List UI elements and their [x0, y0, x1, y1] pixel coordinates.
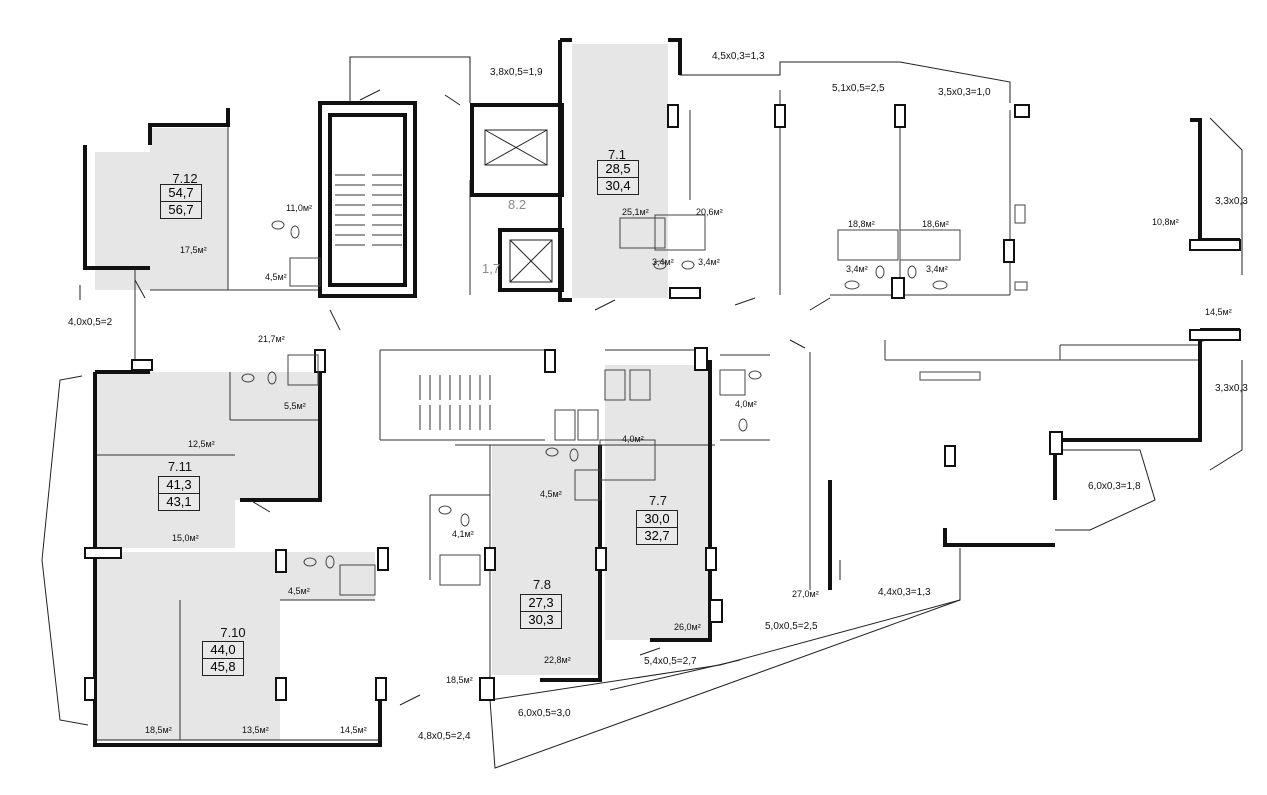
balcony-note: 6,0x0,5=3,0	[518, 708, 571, 719]
apt-7-11-number: 7.11	[167, 459, 193, 474]
balcony-note: 4,5x0,3=1,3	[712, 51, 765, 62]
small-room-area: 1,7	[482, 261, 501, 276]
apt-7-7-total-area: 32,7	[644, 528, 670, 543]
apt-7-10-zone	[95, 552, 375, 740]
room-area-label: 22,8м²	[544, 655, 571, 665]
balcony-note: 3,3x0,3	[1215, 383, 1248, 394]
room-area-label: 3,4м²	[846, 264, 868, 274]
room-area-label: 25,1м²	[622, 207, 649, 217]
room-area-label: 3,4м²	[652, 257, 674, 267]
balcony-note: 5,1x0,5=2,5	[832, 83, 885, 94]
balcony-note: 4,4x0,3=1,3	[878, 587, 931, 598]
room-area-label: 18,6м²	[922, 219, 949, 229]
balcony-note: 5,4x0,5=2,7	[644, 656, 697, 667]
apt-7-10-living-area: 44,0	[203, 642, 243, 659]
apt-7-11-living-area: 41,3	[159, 477, 199, 494]
sanitary-fixtures	[241, 204, 1028, 596]
apt-7-1-zone	[572, 44, 668, 298]
apt-7-8-number: 7.8	[532, 577, 552, 592]
apt-7-1-area-box: 28,5 30,4	[597, 160, 639, 195]
balcony-note: 5,0x0,5=2,5	[765, 621, 818, 632]
room-area-label: 4,0м²	[735, 399, 757, 409]
apt-7-7-area-box: 30,0 32,7	[636, 510, 678, 545]
room-area-label: 18,5м²	[145, 725, 172, 735]
apt-7-1-living-area: 28,5	[598, 161, 638, 178]
room-area-label: 20,6м²	[696, 207, 723, 217]
apt-7-1-number: 7.1	[607, 147, 627, 162]
stair-treads	[335, 174, 491, 430]
apt-7-12-living-area: 54,7	[161, 185, 201, 202]
room-area-label: 21,7м²	[258, 334, 285, 344]
apt-7-7-living-area: 30,0	[637, 511, 677, 528]
room-area-label: 4,5м²	[540, 489, 562, 499]
room-area-label: 14,5м²	[340, 725, 367, 735]
door-swings	[134, 89, 831, 706]
elevator-shafts	[484, 129, 553, 283]
apt-7-8-area-box: 27,3 30,3	[520, 594, 562, 629]
room-area-label: 3,4м²	[926, 264, 948, 274]
apt-7-8-zone	[492, 445, 600, 675]
elevator-hall-number: 8.2	[508, 197, 527, 212]
apt-7-12-total-area: 56,7	[168, 202, 194, 217]
outer-envelope	[41, 44, 1243, 769]
apt-7-10-number: 7.10	[220, 625, 246, 640]
apt-7-7-number: 7.7	[648, 493, 668, 508]
room-area-label: 13,5м²	[242, 725, 269, 735]
apt-7-7-zone	[605, 365, 710, 640]
room-area-label: 4,5м²	[288, 586, 310, 596]
balcony-note: 3,3x0,3	[1215, 196, 1248, 207]
room-area-label: 5,5м²	[284, 401, 306, 411]
room-area-label: 26,0м²	[674, 622, 701, 632]
balcony-note: 4,0x0,5=2	[68, 317, 113, 328]
balcony-note: 3,8x0,5=1,9	[490, 67, 543, 78]
room-area-label: 14,5м²	[1205, 307, 1232, 317]
room-area-label: 17,5м²	[180, 245, 207, 255]
room-area-label: 10,8м²	[1152, 217, 1179, 227]
apt-7-8-total-area: 30,3	[528, 612, 554, 627]
room-area-label: 3,4м²	[698, 257, 720, 267]
apartment-shading	[95, 44, 710, 740]
apt-7-10-area-box: 44,0 45,8	[202, 641, 244, 676]
room-area-label: 15,0м²	[172, 533, 199, 543]
balcony-note: 3,5x0,3=1,0	[938, 87, 991, 98]
room-area-label: 4,0м²	[622, 434, 644, 444]
apt-7-8-living-area: 27,3	[521, 595, 561, 612]
apt-7-12-zone	[95, 128, 228, 290]
balcony-note: 4,8x0,5=2,4	[418, 731, 471, 742]
room-area-label: 18,5м²	[446, 675, 473, 685]
room-area-label: 12,5м²	[188, 439, 215, 449]
apt-7-11-zone	[95, 372, 320, 548]
apt-7-12-number: 7.12	[172, 171, 198, 186]
balcony-note: 6,0x0,3=1,8	[1088, 481, 1141, 492]
apt-7-11-area-box: 41,3 43,1	[158, 476, 200, 511]
columns	[84, 104, 1241, 701]
apt-7-1-total-area: 30,4	[605, 178, 631, 193]
room-area-label: 27,0м²	[792, 589, 819, 599]
room-area-label: 11,0м²	[286, 203, 313, 213]
apt-7-11-total-area: 43,1	[166, 494, 192, 509]
apt-7-12-area-box: 54,7 56,7	[160, 184, 202, 219]
room-area-label: 18,8м²	[848, 219, 875, 229]
apt-7-10-total-area: 45,8	[210, 659, 236, 674]
room-area-label: 4,5м²	[265, 272, 287, 282]
room-area-label: 4,1м²	[452, 529, 474, 539]
